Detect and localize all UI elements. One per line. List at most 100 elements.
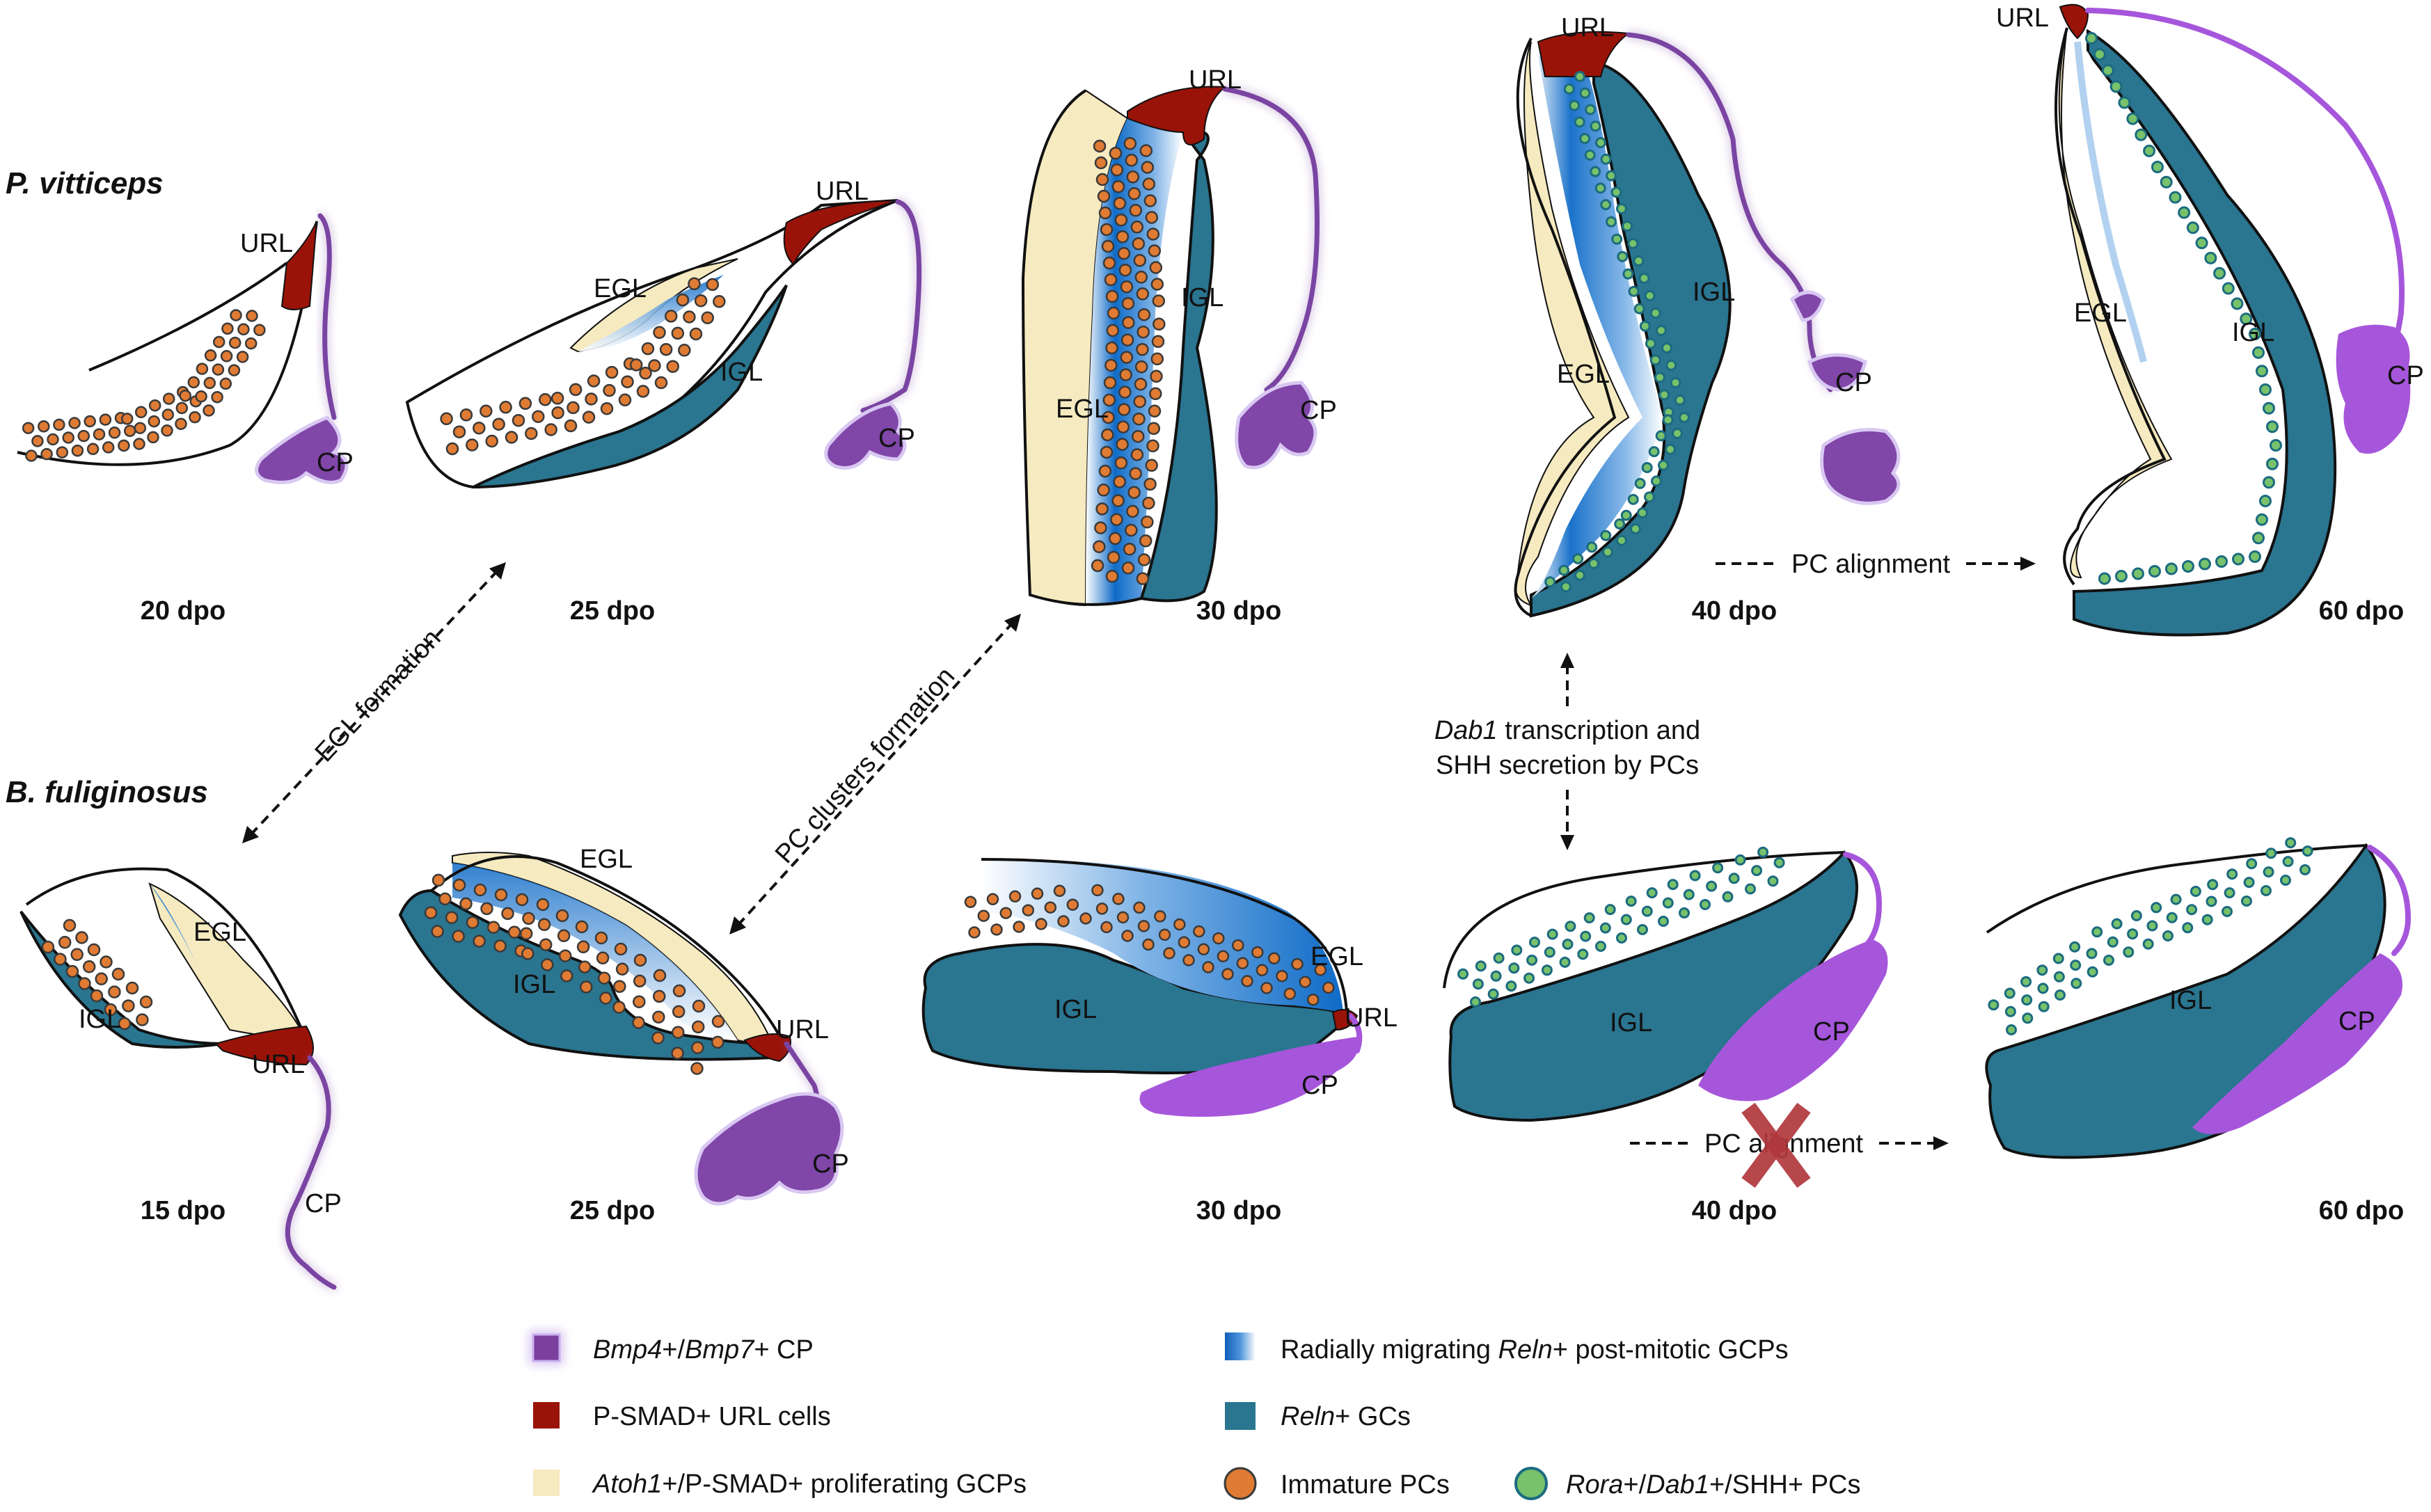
- mature-pc-dot: [1767, 875, 1779, 887]
- immature-pc-dot: [1193, 925, 1205, 938]
- immature-pc-dot: [672, 1026, 685, 1039]
- immature-pc-dot: [1105, 569, 1119, 583]
- immature-pc-dot: [102, 441, 115, 454]
- immature-pc-dot: [671, 326, 685, 340]
- immature-pc-dot: [580, 980, 593, 994]
- mature-pc-dot: [1641, 905, 1653, 917]
- immature-pc-dot: [84, 415, 96, 428]
- mature-pc-dot: [2052, 953, 2064, 964]
- species-label-bottom: B. fuliginosus: [6, 775, 208, 809]
- immature-pc-dot: [597, 971, 611, 985]
- immature-pc-dot: [1097, 484, 1110, 497]
- immature-pc-dot: [220, 350, 233, 363]
- mature-pc-dot: [2004, 1005, 2016, 1017]
- mature-pc-dot: [2069, 941, 2081, 953]
- mature-pc-dot: [1638, 273, 1650, 284]
- mature-pc-dot: [1667, 879, 1679, 891]
- immature-pc-dot: [104, 1003, 118, 1017]
- mature-pc-dot: [1649, 308, 1661, 319]
- mature-pc-dot: [2086, 948, 2098, 960]
- immature-pc-dot: [221, 322, 234, 335]
- label-igl: IGL: [513, 970, 555, 999]
- immature-pc-dot: [557, 929, 571, 943]
- day-label-top-0: 20 dpo: [141, 596, 225, 626]
- immature-pc-dot: [551, 406, 564, 420]
- mature-pc-dot: [1579, 133, 1591, 145]
- label-cp: CP: [812, 1149, 849, 1179]
- immature-pc-dot: [652, 989, 666, 1003]
- immature-pc-dot: [633, 953, 647, 967]
- mature-pc-dot: [2103, 955, 2114, 966]
- mature-pc-dot: [2302, 845, 2313, 857]
- immature-pc-dot: [501, 907, 514, 921]
- mature-pc-dot: [1616, 534, 1627, 546]
- immature-pc-dot: [1130, 448, 1144, 461]
- legend-text-part: Rora: [1566, 1470, 1623, 1499]
- day-label-bottom-3: 40 dpo: [1692, 1196, 1777, 1225]
- immature-pc-dot: [1116, 230, 1130, 244]
- mature-pc-dot: [1634, 477, 1646, 489]
- immature-pc-dot: [569, 383, 583, 397]
- immature-pc-dot: [507, 925, 521, 939]
- label-igl: IGL: [2232, 318, 2274, 347]
- immature-pc-dot: [1134, 360, 1148, 374]
- label-cp: CP: [2387, 361, 2424, 390]
- legend-item-migrating: Radially migrating Reln+ post-mitotic GC…: [1225, 1332, 1789, 1364]
- immature-pc-dot: [1314, 964, 1327, 976]
- mature-pc-dot: [1563, 83, 1575, 95]
- immature-pc-dot: [1013, 921, 1025, 933]
- mature-pc-dot: [2070, 960, 2082, 971]
- mature-pc-dot: [2126, 112, 2139, 125]
- immature-pc-dot: [1147, 422, 1161, 436]
- immature-pc-dot: [551, 392, 564, 405]
- mature-pc-dot: [1679, 907, 1690, 918]
- mature-pc-dot: [2101, 64, 2114, 77]
- egl-layer: [2058, 27, 2173, 579]
- gc-layer: [473, 284, 788, 488]
- mature-pc-dot: [1565, 921, 1576, 932]
- mature-pc-dot: [1558, 564, 1570, 576]
- immature-pc-dot: [424, 906, 438, 919]
- immature-pc-dot: [576, 940, 590, 954]
- immature-pc-dot: [1114, 456, 1128, 470]
- mature-pc-dot: [2243, 877, 2255, 889]
- mature-pc-dot: [1490, 970, 1502, 982]
- immature-pc-dot: [204, 349, 217, 362]
- mature-pc-dot: [2266, 420, 2279, 433]
- immature-pc-dot: [1111, 180, 1125, 193]
- mature-pc-dot: [1649, 354, 1661, 366]
- immature-pc-dot: [585, 392, 598, 406]
- mature-pc-dot: [2115, 570, 2128, 582]
- immature-pc-dot: [690, 1062, 704, 1075]
- mature-pc-dot: [1590, 166, 1601, 177]
- label-igl: IGL: [1054, 995, 1097, 1024]
- mature-pc-dot: [2165, 562, 2178, 575]
- immature-pc-dot: [1035, 918, 1047, 930]
- legend-text-part: Radially migrating: [1281, 1335, 1498, 1364]
- label-url: URL: [1345, 1003, 1397, 1033]
- immature-pc-dot: [1123, 137, 1137, 150]
- legend-text-part: Reln: [1281, 1402, 1335, 1431]
- legend-item-mature-pc: Rora+/Dab1+/SHH+ PCs: [1514, 1467, 1861, 1500]
- label-egl: EGL: [1056, 395, 1109, 424]
- immature-pc-dot: [1110, 163, 1124, 177]
- immature-pc-dot: [1093, 139, 1107, 153]
- mature-pc-dot: [1627, 238, 1639, 249]
- cp-thread: [2367, 845, 2412, 956]
- immature-pc-swatch-icon: [1224, 1467, 1257, 1500]
- immature-pc-dot: [139, 995, 153, 1009]
- immature-pc-dot: [31, 435, 44, 447]
- mature-pc-dot: [1583, 912, 1595, 924]
- label-igl: IGL: [1610, 1008, 1652, 1037]
- mature-pc-dot: [1508, 962, 1520, 974]
- immature-pc-dot: [1120, 280, 1134, 294]
- mature-pc-dot: [2246, 858, 2258, 870]
- immature-pc-dot: [1102, 411, 1115, 424]
- legend-label: Immature PCs: [1281, 1470, 1450, 1499]
- day-label-top-1: 25 dpo: [570, 596, 655, 626]
- immature-pc-dot: [162, 392, 175, 405]
- mature-pc-dot: [1627, 493, 1639, 505]
- immature-pc-dot: [445, 911, 459, 924]
- immature-pc-dot: [666, 360, 679, 373]
- immature-pc-dot: [75, 931, 88, 944]
